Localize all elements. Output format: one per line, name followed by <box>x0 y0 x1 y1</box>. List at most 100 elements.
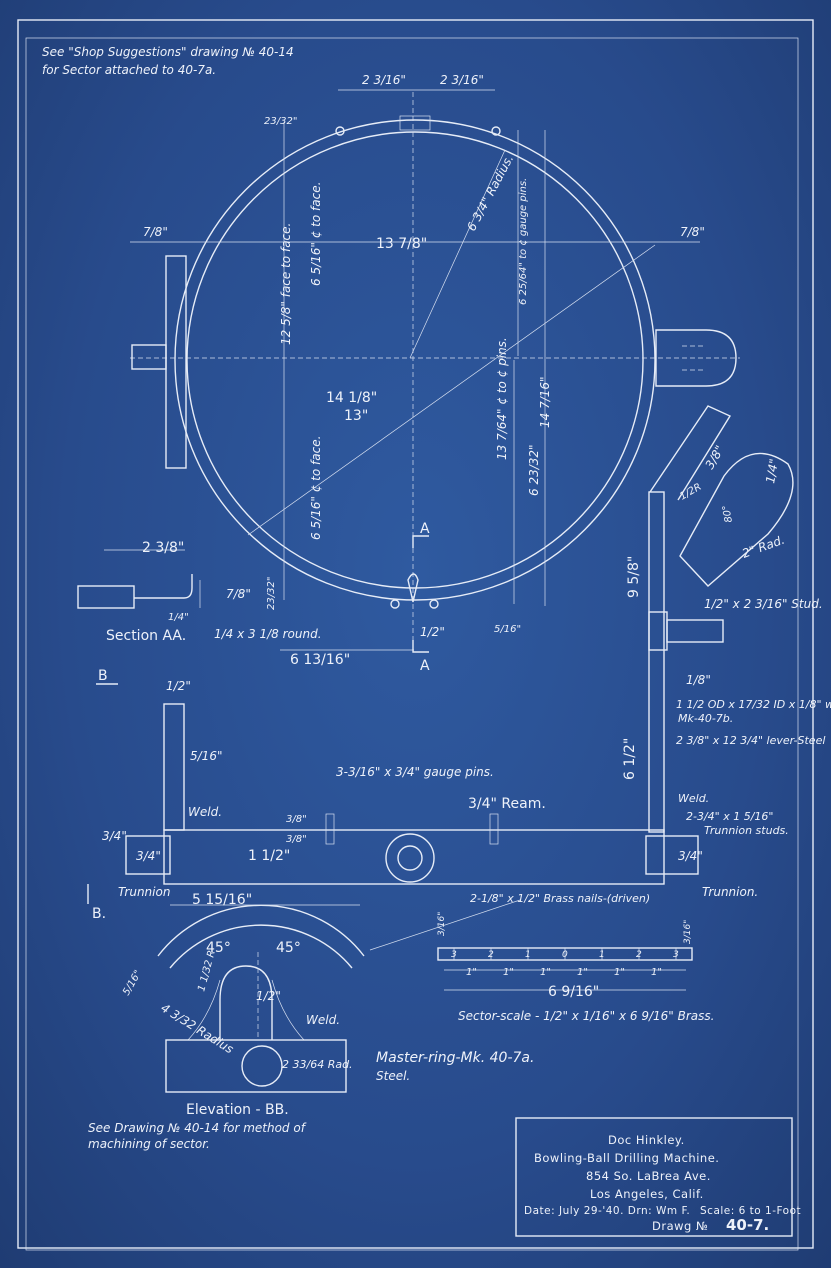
ring-lower-height: 6 23/32" <box>527 444 541 496</box>
ring-bottom-half: 1/2" <box>420 625 445 639</box>
ring-inner-circle <box>186 131 644 589</box>
elevation-angle-right: 45° <box>276 940 301 956</box>
left-trunnion-block <box>165 255 187 469</box>
section-arrow-bottom <box>412 640 429 653</box>
elevation-half: 1/2" <box>256 989 281 1003</box>
title-line1: Doc Hinkley. <box>608 1133 685 1147</box>
side-stud <box>666 619 724 643</box>
side-right-pin: 3/4" <box>678 849 703 863</box>
section-aa-depth: 7/8" <box>226 587 251 601</box>
side-half-r: 1/2R <box>678 482 703 503</box>
section-aa-round-note: 1/4 x 3 1/8 round. <box>214 627 322 641</box>
side-trunnion-studs-b: Trunnion studs. <box>704 824 789 837</box>
elevation-note-line2: machining of sector. <box>88 1137 210 1151</box>
side-eighty: 80° <box>721 504 735 523</box>
top-left-pin <box>335 126 345 136</box>
ring-bottom-thickness: 23/32" <box>266 577 277 610</box>
elevation-slot <box>219 965 273 1040</box>
right-trunnion <box>655 329 737 387</box>
side-base-bar <box>163 829 665 885</box>
ring-height-total: 14 7/16" <box>538 376 552 428</box>
scale-tick-label: 3 <box>673 950 679 960</box>
scale-inch-mark: 1" <box>651 967 662 978</box>
top-right-pin <box>491 126 501 136</box>
section-aa-quarter: 1/4" <box>168 612 189 623</box>
left-trunnion-stub <box>131 344 167 370</box>
ring-top-right-width: 2 3/16" <box>440 73 484 87</box>
scale-inch-mark: 1" <box>466 967 477 978</box>
scale-tick-label: 2 <box>488 950 494 960</box>
elevation-angle-left: 45° <box>206 940 231 956</box>
inner-border <box>25 37 799 1251</box>
ring-left-offset: 7/8" <box>143 225 168 239</box>
elevation-hole-rad: 2 33/64 Rad. <box>282 1058 353 1071</box>
scale-tick-label: 2 <box>636 950 642 960</box>
side-ream: 3/4" Ream. <box>468 796 546 812</box>
elevation-base <box>165 1039 347 1093</box>
scale-tick-label: 1 <box>525 950 531 960</box>
title-date: Date: July 29-'40. Drn: Wm F. <box>524 1205 690 1217</box>
side-quarter-lever: 1/4" <box>763 458 781 485</box>
scale-inch-mark: 1" <box>540 967 551 978</box>
side-lever-steel: 2 3/8" x 12 3/4" lever-Steel <box>676 734 825 747</box>
elevation-radius-small: 1 1/32 R <box>196 949 218 993</box>
title-drawing-number: 40-7. <box>726 1216 769 1234</box>
ring-dia-inner: 13" <box>344 408 368 424</box>
side-height-six-half: 6 1/2" <box>622 738 638 780</box>
elevation-top-width: 5 15/16" <box>192 892 252 908</box>
side-five-16: 5/16" <box>190 749 222 763</box>
bottom-pointer <box>407 573 419 603</box>
side-weld-right: Weld. <box>678 792 709 805</box>
elevation-five-16: 5/16" <box>121 969 144 998</box>
section-a-top-label: A <box>420 521 430 537</box>
top-sector-slot <box>399 115 431 131</box>
side-washer-a: 1 1/2 OD x 17/32 ID x 1/8" washer <box>676 698 831 711</box>
side-view <box>87 405 794 904</box>
side-stud: 1/2" x 2 3/16" Stud. <box>704 597 823 611</box>
side-three-eighths-b: 3/8" <box>286 834 307 845</box>
top-note-line1: See "Shop Suggestions" drawing № 40-14 <box>42 45 294 59</box>
ring-center-offset: 6 13/16" <box>290 652 350 668</box>
section-aa-width: 2 3/8" <box>142 540 184 556</box>
ring-center-to-face: 6 5/16" ¢ to face. <box>309 182 323 286</box>
side-gauge-pin-right <box>489 813 499 845</box>
side-half-top: 1/2" <box>166 679 191 693</box>
side-trunnion-left: Trunnion <box>118 885 170 899</box>
scale-tick-label: 0 <box>562 950 568 960</box>
section-aa-body <box>77 585 135 609</box>
side-ream-hole-inner <box>397 845 423 871</box>
bottom-right-pin <box>429 599 439 609</box>
side-lever <box>648 491 665 833</box>
ring-right-offset: 7/8" <box>680 225 705 239</box>
side-b-top: B <box>98 668 108 684</box>
side-brass-nails: 2-1/8" x 1/2" Brass nails-(driven) <box>470 892 650 905</box>
side-washer-b: Mk-40-7b. <box>678 712 733 725</box>
side-gauge-pins: 3-3/16" x 3/4" gauge pins. <box>336 765 494 779</box>
title-block-box <box>515 1117 793 1237</box>
ring-dia-outer: 14 1/8" <box>326 390 377 406</box>
elevation-part-title: Master-ring-Mk. 40-7a. <box>376 1050 534 1066</box>
bottom-left-pin <box>390 599 400 609</box>
outer-border <box>17 19 814 1249</box>
sector-right-dim: 3/16" <box>683 920 693 944</box>
diameter-line <box>247 244 656 536</box>
side-trunnion-studs-a: 2-3/4" x 1 5/16" <box>686 810 774 823</box>
side-ream-hole-outer <box>385 833 435 883</box>
section-arrow-top <box>412 535 429 548</box>
side-one-half-mid: 1 1/2" <box>248 848 290 864</box>
side-left-trunnion <box>125 835 171 875</box>
ring-bottom-5-16: 5/16" <box>494 624 521 635</box>
lever-arm <box>649 405 732 501</box>
side-washer-dim: 1/8" <box>686 673 711 687</box>
side-three-eighths-lever: 3/8" <box>702 443 727 472</box>
side-gauge-pin-left <box>325 813 335 845</box>
elevation-weld: Weld. <box>306 1013 340 1027</box>
scale-inch-mark: 1" <box>503 967 514 978</box>
side-trunnion-right: Trunnion. <box>702 885 758 899</box>
side-half-pin: 3/4" <box>136 849 161 863</box>
elevation-note-line1: See Drawing № 40-14 for method of <box>88 1121 307 1135</box>
ring-inner-width: 13 7/8" <box>376 236 427 252</box>
side-weld-left: Weld. <box>188 805 222 819</box>
